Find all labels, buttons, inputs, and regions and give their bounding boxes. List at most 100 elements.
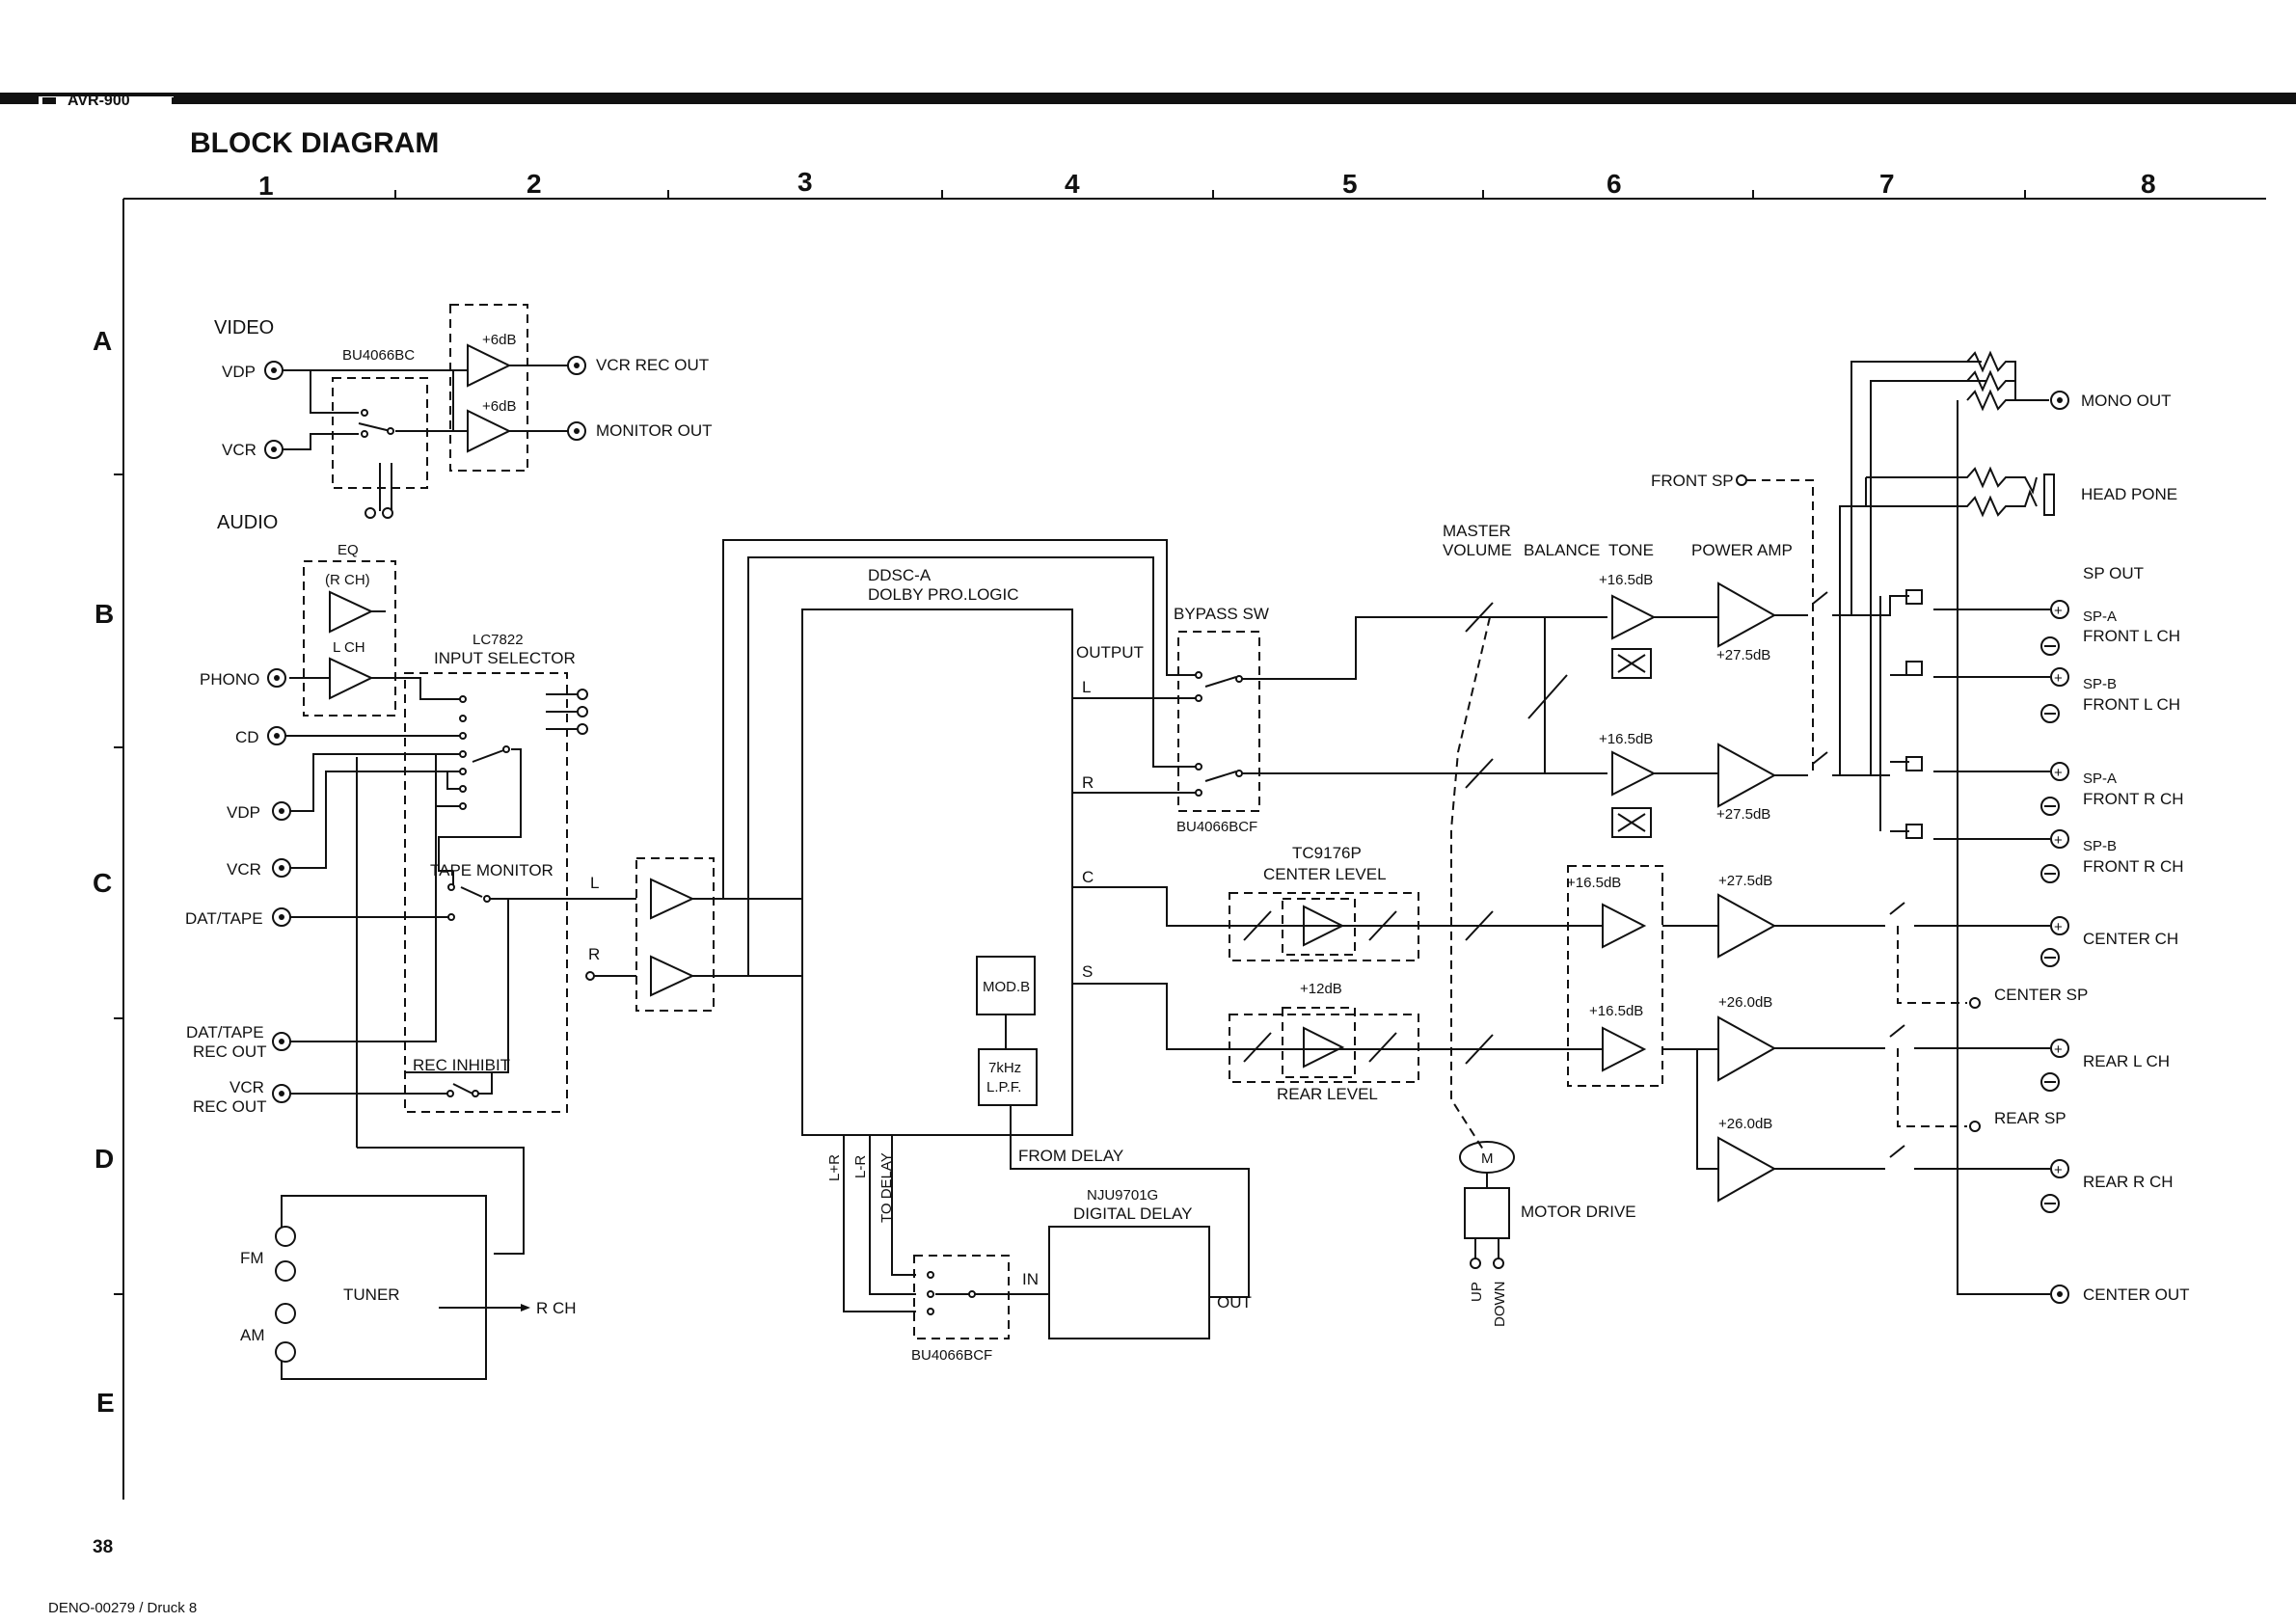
in-vcr: VCR (227, 860, 261, 879)
headphone-resistors (1840, 466, 2055, 518)
rec-out-1b: REC OUT (193, 1042, 267, 1061)
delay-switch-box (913, 1255, 1010, 1339)
svg-text:+: + (2054, 832, 2063, 849)
col-8: 8 (2141, 169, 2156, 199)
page-title: BLOCK DIAGRAM (190, 127, 439, 159)
front-r-2: FRONT R CH (2083, 857, 2184, 876)
motor-down-label: DOWN (1492, 1282, 1508, 1328)
ch-l-label: L (590, 874, 599, 892)
dsp-out-r: R (1082, 773, 1094, 792)
pa-gain-f1: +27.5dB (1716, 647, 1770, 663)
dsp-out-s: S (1082, 962, 1093, 981)
tone-gain-f1: +16.5dB (1599, 572, 1653, 588)
lr-sum-label: L+R (826, 1154, 843, 1181)
mono-out-label: MONO OUT (2081, 392, 2172, 410)
rec-inhibit-label: REC INHIBIT (413, 1056, 510, 1074)
video-amp-box (449, 304, 528, 472)
delay-label: DIGITAL DELAY (1073, 1204, 1192, 1223)
pa-gain-c: +27.5dB (1718, 873, 1772, 889)
tone-amp-2 (1611, 750, 1657, 797)
selector-ic: LC7822 (473, 632, 524, 648)
selector-box (404, 672, 568, 1113)
center-level-ic: TC9176P (1292, 844, 1362, 862)
bypass-label: BYPASS SW (1174, 605, 1269, 623)
svg-text:+: + (2054, 1162, 2063, 1178)
pa-gain-f2: +27.5dB (1716, 806, 1770, 823)
motor-up-label: UP (1469, 1282, 1485, 1302)
col-3: 3 (797, 167, 813, 197)
ch-r-label: R (588, 945, 600, 963)
tuner-label: TUNER (343, 1285, 400, 1304)
col-6: 6 (1607, 169, 1622, 199)
center-level-label: CENTER LEVEL (1263, 865, 1387, 883)
video-amp-2 (467, 409, 512, 453)
rec-out-2a: VCR (230, 1078, 264, 1096)
pre-amp-box (1567, 865, 1663, 1087)
svg-text:+: + (2054, 670, 2063, 687)
pre-gain-s: +16.5dB (1589, 1003, 1643, 1019)
delay-switch-ic: BU4066BCF (911, 1347, 992, 1364)
sp-a-1: SP-A (2083, 609, 2117, 625)
delay-in-label: IN (1022, 1270, 1039, 1288)
balance-label: BALANCE (1524, 541, 1600, 559)
col-7: 7 (1879, 169, 1895, 199)
lpf-block (978, 1048, 1038, 1106)
power-amp-c (1717, 893, 1777, 959)
center-ch-label: CENTER CH (2083, 930, 2178, 948)
bypass-ic: BU4066BCF (1176, 819, 1257, 835)
tone-label: TONE (1608, 541, 1654, 559)
eq-box (303, 560, 396, 717)
terminals: + + + + + + + (2040, 600, 2069, 1213)
mono-resistors (1957, 350, 2050, 1295)
input-buffer-box (635, 857, 715, 1012)
dsp-name-2: DOLBY PRO.LOGIC (868, 585, 1019, 604)
in-vdp: VDP (227, 803, 260, 822)
rec-out-1a: DAT/TAPE (186, 1023, 264, 1041)
bypass-box (1177, 631, 1260, 812)
motor-label: M (1481, 1150, 1494, 1167)
master-gang-link (1450, 616, 1491, 1153)
dsp-output-label: OUTPUT (1076, 643, 1144, 662)
sp-out-label: SP OUT (2083, 564, 2144, 582)
video-vcr-jack (264, 440, 284, 459)
page-number: 38 (93, 1537, 113, 1557)
video-in-vcr: VCR (222, 441, 257, 459)
svg-text:+: + (2054, 603, 2063, 619)
in-cd: CD (235, 728, 259, 746)
rear-gain: +12dB (1300, 981, 1342, 997)
sp-b-2: SP-B (2083, 838, 2117, 854)
power-amp-fr (1717, 743, 1777, 808)
col-4: 4 (1065, 169, 1080, 199)
header-bar (0, 93, 2296, 104)
video-amp-1 (467, 343, 512, 388)
svg-text:+: + (2054, 1041, 2063, 1058)
video-label: VIDEO (214, 317, 274, 338)
col-5: 5 (1342, 169, 1358, 199)
dsp-out-l: L (1082, 678, 1091, 696)
front-l-2: FRONT L CH (2083, 695, 2180, 714)
rear-sp-label: REAR SP (1994, 1109, 2066, 1127)
front-r-1: FRONT R CH (2083, 790, 2184, 808)
speaker-relays (1879, 589, 2050, 840)
rec-out-2b: REC OUT (193, 1097, 267, 1116)
in-dat-tape: DAT/TAPE (185, 909, 263, 928)
video-gain-2: +6dB (482, 398, 516, 415)
row-c: C (93, 868, 112, 898)
motor-drive-block (1464, 1187, 1510, 1239)
eq-r-amp (329, 590, 374, 634)
center-out-label: CENTER OUT (2083, 1285, 2190, 1304)
in-phono: PHONO (200, 670, 259, 689)
model-label: AVR-900 (68, 93, 130, 109)
doc-id: DENO-00279 / Druck 8 (48, 1600, 197, 1616)
motor-drive-label: MOTOR DRIVE (1521, 1203, 1636, 1221)
dsp-block (801, 609, 1073, 1136)
video-in-vdp: VDP (222, 363, 256, 381)
power-amp-rl (1717, 1015, 1777, 1082)
to-delay-label: TO DELAY (878, 1152, 895, 1223)
eq-l-label: L CH (333, 639, 365, 656)
row-e: E (96, 1388, 115, 1418)
tuner-rch: R CH (536, 1299, 577, 1317)
rear-level-label: REAR LEVEL (1277, 1085, 1378, 1103)
tuner-am: AM (240, 1326, 265, 1344)
